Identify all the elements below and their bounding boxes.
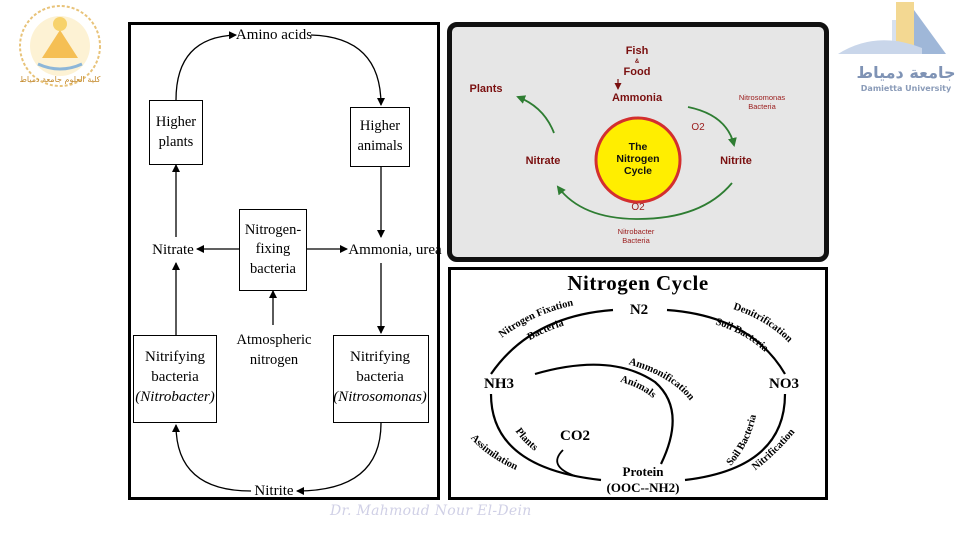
label-food: Food: [624, 66, 651, 78]
label-n2: N2: [630, 302, 648, 318]
simple-nitrogen-cycle: Fish & Food Ammonia Plants Nitrosomonas …: [447, 22, 829, 262]
box-nitrogen-fixing: Nitrogen- fixing bacteria: [239, 209, 307, 291]
arrow-nitrosomonas-to-nitrite: [296, 422, 382, 495]
label-ammonia-urea: Ammonia, urea: [348, 242, 442, 258]
label-amino-acids: Amino acids: [236, 27, 312, 43]
faculty-logo-text: كلية العلوم جامعة دمياط: [20, 75, 101, 84]
label-nitrate: Nitrate: [152, 242, 194, 258]
label-nitrosomonas-2: Bacteria: [748, 102, 776, 111]
arrow-amino-to-animals: [310, 34, 385, 106]
label-amp: &: [635, 59, 640, 65]
label-nitrite-simple: Nitrite: [720, 155, 752, 167]
box-higher-plants: Higher plants: [149, 100, 203, 165]
university-logo-english: Damietta University: [861, 84, 952, 93]
university-logo-arabic: جامعة دمياط: [856, 63, 955, 82]
arrow-ammonia-to-nitrite: [687, 106, 737, 147]
higher-plants-text: Higher plants: [155, 113, 197, 150]
arc-nh3-to-protein: [489, 393, 602, 482]
arc-n2-to-no3: [666, 308, 786, 375]
label-nitrosomonas-1: Nitrosomonas: [739, 93, 786, 102]
label-protein-2: (OOC--NH2): [607, 480, 680, 495]
label-denitrification: Denitrification: [732, 301, 795, 344]
arc-n2-to-nh3: [490, 308, 614, 375]
arc-ammonification: [534, 363, 674, 465]
label-no3: NO3: [769, 376, 799, 392]
university-logo: جامعة دمياط Damietta University: [838, 2, 956, 93]
label-nitrite: Nitrite: [254, 483, 293, 499]
label-fish: Fish: [626, 45, 649, 57]
arc-no3-to-protein: [684, 393, 787, 482]
label-o2-top: O2: [691, 122, 705, 133]
arrow-nitrite-to-nitrate: [556, 182, 733, 220]
arrow-nitrite-to-nitrobacter: [172, 424, 252, 492]
atmospheric-nitrogen-text: Atmospheric nitrogen: [236, 332, 312, 368]
label-nh3: NH3: [484, 376, 514, 392]
label-nitrification: Nitrification: [750, 427, 797, 473]
label-nitrifying-left-1: Nitrifying: [145, 349, 205, 365]
nitrogen-flow-diagram: Amino acids Nitrate Ammonia, urea Nitrit…: [128, 22, 442, 500]
label-animals: Animals: [619, 374, 658, 401]
label-plants: Plants: [469, 83, 502, 95]
label-soil-bacteria-right: Soil Bacteria: [725, 413, 759, 468]
label-nitrifying-left-2: bacteria: [151, 369, 199, 385]
center-text-3: Cycle: [624, 165, 652, 177]
arrow-plants-to-amino: [175, 31, 237, 101]
label-nitrifying-right-3: (Nitrosomonas): [333, 389, 427, 405]
label-nitrate-simple: Nitrate: [526, 155, 561, 167]
label-assimilation: Assimilation: [468, 433, 519, 473]
faculty-logo: كلية العلوم جامعة دمياط: [19, 5, 101, 87]
arrow-nitrate-to-plants: [516, 95, 555, 134]
label-nitrifying-right-2: bacteria: [356, 369, 404, 385]
label-nitrobacter-1: Nitrobacter: [618, 227, 655, 236]
label-co2: CO2: [560, 428, 590, 444]
box-higher-animals: Higher animals: [350, 107, 410, 167]
box-nitrifying-nitrosomonas: [333, 335, 429, 423]
center-text-1: The: [629, 141, 648, 153]
label-nitrifying-left-3: (Nitrobacter): [135, 389, 214, 405]
box-nitrifying-nitrobacter: [133, 335, 217, 423]
footer-credit: Dr. Mahmoud Nour El-Dein: [330, 503, 532, 519]
label-protein-1: Protein: [623, 464, 665, 479]
label-nitrobacter-2: Bacteria: [622, 236, 650, 245]
label-plants-classic: Plants: [513, 426, 540, 453]
arc-co2-to-protein: [556, 449, 576, 477]
center-circle: [594, 116, 682, 204]
classic-nitrogen-cycle: Nitrogen Cycle N2 NH3 NO3 CO2 Protein (O…: [448, 267, 828, 500]
center-text-2: Nitrogen: [616, 153, 659, 165]
classic-title: Nitrogen Cycle: [567, 271, 708, 295]
label-nitrifying-right-1: Nitrifying: [350, 349, 410, 365]
higher-animals-text: Higher animals: [357, 118, 403, 154]
label-o2-bottom: O2: [631, 202, 645, 213]
label-ammonia: Ammonia: [612, 92, 663, 104]
nitrogen-fixing-text: Nitrogen- fixing bacteria: [244, 221, 302, 277]
